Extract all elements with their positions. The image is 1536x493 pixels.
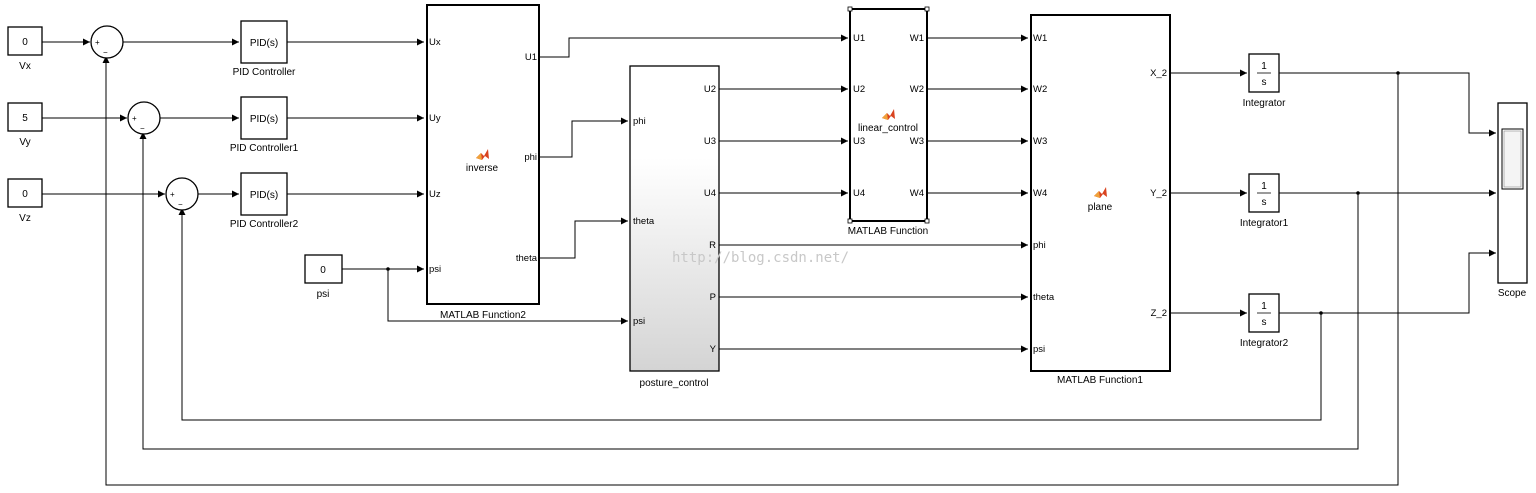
integrator-label: Integrator bbox=[1243, 98, 1286, 109]
plane-port-x2: X_2 bbox=[1150, 68, 1167, 79]
integrator-1-label: Integrator1 bbox=[1240, 218, 1289, 229]
sum1-minus-sign: − bbox=[103, 48, 108, 57]
plane-port-y2: Y_2 bbox=[1150, 188, 1167, 199]
sum2-plus-sign: + bbox=[132, 114, 137, 123]
posture-port-u4: U4 bbox=[704, 188, 716, 199]
scope-label: Scope bbox=[1498, 288, 1527, 299]
matlab-function-block[interactable]: U1 U2 U3 U4 W1 W2 W3 W4 linear_control M… bbox=[847, 6, 930, 237]
integrator-2-numerator: 1 bbox=[1261, 301, 1267, 312]
integrator-1[interactable]: 1 s Integrator1 bbox=[1240, 173, 1289, 229]
pid-controller-text: PID(s) bbox=[250, 38, 278, 49]
matlab-function-caption: MATLAB Function bbox=[848, 226, 928, 237]
pid-controller-label: PID Controller bbox=[233, 67, 296, 78]
sum3-plus-sign: + bbox=[170, 190, 175, 199]
integrator-2[interactable]: 1 s Integrator2 bbox=[1240, 293, 1289, 349]
pid-controller-2[interactable]: PID(s) PID Controller2 bbox=[230, 172, 299, 230]
pid-controller-1-text: PID(s) bbox=[250, 114, 278, 125]
constant-psi-label: psi bbox=[317, 289, 330, 300]
pid-controller[interactable]: PID(s) PID Controller bbox=[233, 20, 296, 78]
integrator-2-label: Integrator2 bbox=[1240, 338, 1289, 349]
sum2-minus-sign: − bbox=[140, 124, 145, 133]
posture-port-y: Y bbox=[710, 344, 717, 355]
constant-vz-value: 0 bbox=[22, 189, 28, 200]
inverse-port-phi: phi bbox=[524, 152, 537, 163]
sum-block-1[interactable]: + − bbox=[90, 25, 124, 59]
sum3-minus-sign: − bbox=[178, 200, 183, 209]
integrator-numerator: 1 bbox=[1261, 61, 1267, 72]
constant-vx-value: 0 bbox=[22, 37, 28, 48]
plane-port-w4: W4 bbox=[1033, 188, 1047, 199]
constant-vy[interactable]: 5 Vy bbox=[7, 102, 43, 148]
selection-handle[interactable] bbox=[924, 218, 930, 224]
integrator-1-denominator: s bbox=[1262, 197, 1267, 208]
inverse-port-uz: Uz bbox=[429, 189, 441, 200]
constant-vx-label: Vx bbox=[19, 61, 31, 72]
posture-port-phi: phi bbox=[633, 116, 646, 127]
linear-port-w3: W3 bbox=[910, 136, 924, 147]
pid-controller-1-label: PID Controller1 bbox=[230, 143, 299, 154]
inverse-port-theta: theta bbox=[516, 253, 538, 264]
linear-port-u2: U2 bbox=[853, 84, 865, 95]
constant-vy-label: Vy bbox=[19, 137, 30, 148]
selection-handle[interactable] bbox=[847, 6, 853, 12]
linear-control-name: linear_control bbox=[858, 123, 918, 134]
plane-port-w3: W3 bbox=[1033, 136, 1047, 147]
watermark: http://blog.csdn.net/ bbox=[672, 250, 849, 266]
posture-control-caption: posture_control bbox=[640, 378, 709, 389]
posture-control-block[interactable]: phi theta psi U2 U3 U4 R P Y posture_con… bbox=[629, 65, 720, 389]
constant-vx[interactable]: 0 Vx bbox=[7, 26, 43, 72]
constant-vy-value: 5 bbox=[22, 113, 28, 124]
wires bbox=[42, 34, 1496, 486]
plane-block-name: plane bbox=[1088, 202, 1113, 213]
selection-handle[interactable] bbox=[847, 218, 853, 224]
constant-psi[interactable]: 0 psi bbox=[304, 254, 343, 300]
plane-port-z2: Z_2 bbox=[1151, 308, 1167, 319]
plane-port-w2: W2 bbox=[1033, 84, 1047, 95]
sum-block-2[interactable]: + − bbox=[127, 101, 161, 135]
inverse-port-ux: Ux bbox=[429, 37, 441, 48]
linear-port-w1: W1 bbox=[910, 33, 924, 44]
posture-port-r: R bbox=[709, 240, 716, 251]
pid-controller-2-text: PID(s) bbox=[250, 190, 278, 201]
inverse-port-psi: psi bbox=[429, 264, 441, 275]
sum-block-3[interactable]: + − bbox=[165, 177, 199, 211]
matlab-function1-caption: MATLAB Function1 bbox=[1057, 375, 1143, 386]
constant-vz[interactable]: 0 Vz bbox=[7, 178, 43, 224]
integrator-1-numerator: 1 bbox=[1261, 181, 1267, 192]
plane-port-phi: phi bbox=[1033, 240, 1046, 251]
integrator-denominator: s bbox=[1262, 77, 1267, 88]
posture-port-psi: psi bbox=[633, 316, 645, 327]
plane-port-w1: W1 bbox=[1033, 33, 1047, 44]
constant-psi-value: 0 bbox=[320, 265, 326, 276]
integrator-2-denominator: s bbox=[1262, 317, 1267, 328]
pid-controller-2-label: PID Controller2 bbox=[230, 219, 299, 230]
linear-port-u3: U3 bbox=[853, 136, 865, 147]
matlab-function2-block[interactable]: Ux Uy Uz psi U1 phi theta inverse MATLAB… bbox=[426, 4, 540, 321]
inverse-block-name: inverse bbox=[466, 163, 499, 174]
linear-port-u1: U1 bbox=[853, 33, 865, 44]
matlab-function1-block[interactable]: W1 W2 W3 W4 phi theta psi X_2 Y_2 Z_2 pl… bbox=[1030, 14, 1171, 386]
inverse-port-u1: U1 bbox=[525, 52, 537, 63]
posture-port-u2: U2 bbox=[704, 84, 716, 95]
matlab-function2-caption: MATLAB Function2 bbox=[440, 310, 526, 321]
posture-port-p: P bbox=[710, 292, 716, 303]
integrator[interactable]: 1 s Integrator bbox=[1243, 53, 1286, 109]
linear-port-w2: W2 bbox=[910, 84, 924, 95]
posture-port-u3: U3 bbox=[704, 136, 716, 147]
pid-controller-1[interactable]: PID(s) PID Controller1 bbox=[230, 96, 299, 154]
linear-port-u4: U4 bbox=[853, 188, 865, 199]
selection-handle[interactable] bbox=[924, 6, 930, 12]
linear-port-w4: W4 bbox=[910, 188, 924, 199]
sum1-plus-sign: + bbox=[95, 38, 100, 47]
constant-vz-label: Vz bbox=[19, 213, 31, 224]
inverse-port-uy: Uy bbox=[429, 113, 441, 124]
posture-port-theta: theta bbox=[633, 216, 655, 227]
scope-block[interactable]: Scope bbox=[1497, 102, 1528, 299]
plane-port-psi: psi bbox=[1033, 344, 1045, 355]
plane-port-theta: theta bbox=[1033, 292, 1055, 303]
